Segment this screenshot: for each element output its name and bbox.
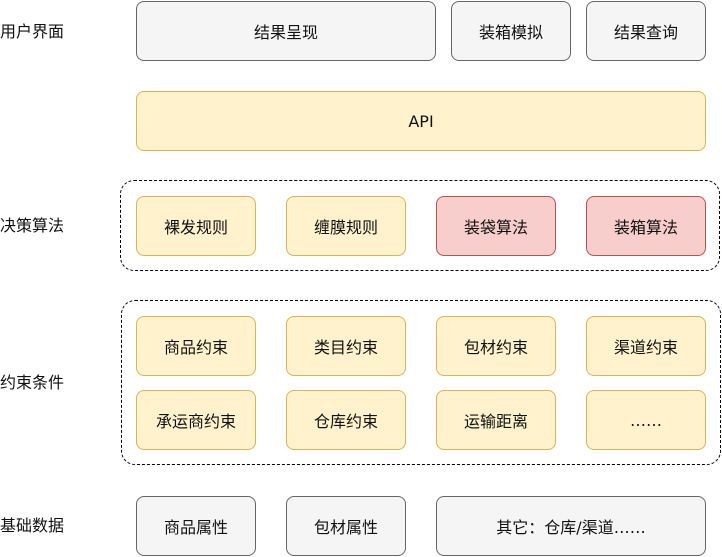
constraints-group-frame	[121, 300, 721, 465]
box-bagging-algorithm: 装袋算法	[436, 196, 556, 256]
box-carrier-constraint: 承运商约束	[136, 390, 256, 450]
layer-label-algorithm: 决策算法	[0, 216, 65, 235]
layer-label-data: 基础数据	[0, 516, 65, 535]
box-product-attributes: 商品属性	[136, 496, 256, 556]
box-packing-simulation: 装箱模拟	[451, 1, 571, 61]
box-result-display: 结果呈现	[136, 1, 436, 61]
algorithm-group-frame	[120, 180, 720, 271]
box-bare-ship-rule: 裸发规则	[136, 196, 256, 256]
box-api: API	[136, 91, 706, 151]
box-category-constraint: 类目约束	[286, 316, 406, 376]
box-product-constraint: 商品约束	[136, 316, 256, 376]
box-boxing-algorithm: 装箱算法	[586, 196, 706, 256]
layer-label-ui: 用户界面	[0, 22, 65, 41]
box-wrap-film-rule: 缠膜规则	[286, 196, 406, 256]
box-channel-constraint: 渠道约束	[586, 316, 706, 376]
layer-label-constraints: 约束条件	[0, 373, 65, 392]
box-more-constraints: ……	[586, 390, 706, 450]
box-packaging-constraint: 包材约束	[436, 316, 556, 376]
box-transport-distance: 运输距离	[436, 390, 556, 450]
box-result-query: 结果查询	[586, 1, 706, 61]
box-packaging-attributes: 包材属性	[286, 496, 406, 556]
box-other-data: 其它：仓库/渠道……	[436, 496, 706, 556]
box-warehouse-constraint: 仓库约束	[286, 390, 406, 450]
